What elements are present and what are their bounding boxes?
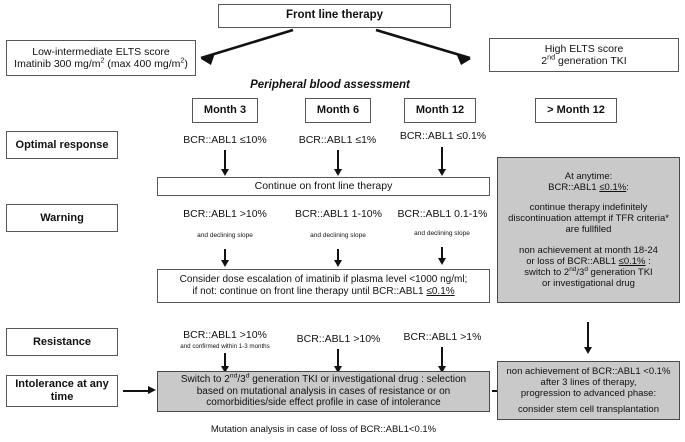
arrow-head-warning-m6 bbox=[334, 260, 342, 267]
optimal-response-month-12-value: BCR::ABL1 ≤0.1% bbox=[399, 130, 487, 142]
row-label-optimal-response-text: Optimal response bbox=[15, 138, 109, 151]
low-elts-line-2: Imatinib 300 mg/m2 (max 400 mg/m2) bbox=[14, 56, 188, 70]
at-anytime-line-3: continue therapy indefinitely bbox=[529, 201, 648, 213]
arrow-line-warning-m6 bbox=[337, 249, 339, 261]
warning-month-3-slope-note: and declining slope bbox=[197, 232, 253, 239]
column-header-month-3: Month 3 bbox=[192, 98, 258, 123]
high-elts-line-1: High ELTS score bbox=[544, 42, 624, 55]
at-anytime-box: At anytime: BCR::ABL1 ≤0.1%: continue th… bbox=[497, 157, 680, 303]
arrow-head-anytime-to-advanced bbox=[584, 347, 592, 354]
column-header-month-6: Month 6 bbox=[305, 98, 371, 123]
switch-box-line-2: based on mutational analysis in cases of… bbox=[196, 385, 451, 397]
front-line-therapy-box: Front line therapy bbox=[218, 4, 451, 28]
resistance-month-6-value: BCR::ABL1 >10% bbox=[296, 333, 381, 345]
arrow-head-intolerance-to-switch bbox=[148, 386, 156, 394]
advanced-phase-box: non achievement of BCR::ABL1 <0.1% after… bbox=[497, 361, 680, 420]
switch-box-line-1: Switch to 2nd/3d generation TKI or inves… bbox=[180, 372, 467, 385]
arrow-head-warning-m3 bbox=[221, 260, 229, 267]
peripheral-blood-assessment-label: Peripheral blood assessment bbox=[250, 79, 410, 91]
arrow-head-optimal-m6 bbox=[334, 169, 342, 176]
row-label-warning: Warning bbox=[6, 204, 118, 232]
arrow-line-resistance-m6 bbox=[337, 349, 339, 367]
row-label-warning-text: Warning bbox=[40, 211, 84, 224]
column-header-month-6-label: Month 6 bbox=[316, 104, 360, 117]
resistance-month-3-note: and confirmed within 1-3 months bbox=[180, 343, 270, 350]
switch-box-line-3: comorbidities/side effect profile in cas… bbox=[206, 397, 441, 409]
at-anytime-line-6: non achievement at month 18-24 bbox=[519, 244, 658, 256]
arrow-head-resistance-m12 bbox=[438, 366, 446, 373]
arrow-head-resistance-m3 bbox=[221, 366, 229, 373]
footnote-mutation-analysis: Mutation analysis in case of loss of BCR… bbox=[210, 424, 437, 435]
at-anytime-line-9: or investigational drug bbox=[542, 278, 635, 290]
arrow-head-warning-m12 bbox=[438, 258, 446, 265]
warning-month-6-slope-note: and declining slope bbox=[310, 232, 366, 239]
switch-generation-tki-box: Switch to 2nd/3d generation TKI or inves… bbox=[157, 371, 490, 412]
low-intermediate-elts-box: Low-intermediate ELTS score Imatinib 300… bbox=[6, 40, 196, 76]
row-label-resistance-text: Resistance bbox=[32, 335, 92, 348]
at-anytime-line-4: discontinuation attempt if TFR criteria* bbox=[508, 213, 669, 225]
at-anytime-line-7: or loss of BCR::ABL1 ≤0.1% : bbox=[526, 255, 651, 267]
arrow-line-anytime-to-advanced bbox=[587, 322, 589, 348]
dose-escalation-line-1: Consider dose escalation of imatinib if … bbox=[179, 274, 468, 286]
column-header-month-3-label: Month 3 bbox=[203, 104, 247, 117]
arrow-line-resistance-m12 bbox=[441, 347, 443, 367]
continue-front-line-therapy-box: Continue on front line therapy bbox=[157, 177, 490, 196]
high-elts-line-2: 2nd generation TKI bbox=[541, 53, 627, 67]
column-header-month-12-label: Month 12 bbox=[415, 104, 465, 117]
continue-front-line-therapy-label: Continue on front line therapy bbox=[254, 180, 393, 193]
resistance-month-3-value: BCR::ABL1 >10% bbox=[183, 329, 267, 341]
arrow-line-warning-m3 bbox=[224, 249, 226, 261]
at-anytime-line-5: are fullfiled bbox=[565, 224, 612, 236]
row-label-intolerance-text: Intolerance at any time bbox=[15, 378, 109, 403]
arrow-line-resistance-m3 bbox=[224, 353, 226, 367]
advanced-phase-line-3: progression to advanced phase: bbox=[520, 388, 657, 399]
column-header-month-12: Month 12 bbox=[404, 98, 476, 123]
high-elts-box: High ELTS score 2nd generation TKI bbox=[489, 38, 679, 72]
advanced-phase-line-2: after 3 lines of therapy, bbox=[540, 376, 637, 388]
front-line-therapy-label: Front line therapy bbox=[285, 9, 384, 22]
advanced-phase-line-1: non achievement of BCR::ABL1 <0.1% bbox=[506, 365, 671, 377]
advanced-phase-line-4: consider stem cell transplantation bbox=[518, 404, 659, 416]
warning-month-6-value: BCR::ABL1 1-10% bbox=[295, 208, 382, 220]
at-anytime-line-1: At anytime: bbox=[564, 170, 613, 182]
at-anytime-line-2: BCR::ABL1 ≤0.1%: bbox=[548, 181, 629, 193]
row-label-intolerance: Intolerance at any time bbox=[6, 375, 118, 407]
warning-month-12-slope-note: and declining slope bbox=[414, 230, 470, 237]
low-elts-line-1: Low-intermediate ELTS score bbox=[32, 45, 170, 58]
arrow-front-to-high-elts bbox=[375, 28, 471, 65]
column-header-after-month-12: > Month 12 bbox=[535, 98, 617, 123]
dose-escalation-box: Consider dose escalation of imatinib if … bbox=[157, 269, 490, 303]
warning-month-3-value: BCR::ABL1 >10% bbox=[183, 208, 267, 220]
arrow-line-intolerance-to-switch bbox=[123, 390, 149, 392]
arrow-line-optimal-m12 bbox=[441, 147, 443, 170]
warning-month-12-value: BCR::ABL1 0.1-1% bbox=[397, 208, 488, 220]
row-label-optimal-response: Optimal response bbox=[6, 131, 118, 159]
row-label-resistance: Resistance bbox=[6, 328, 118, 356]
column-header-after-month-12-label: > Month 12 bbox=[547, 104, 605, 117]
arrow-line-optimal-m6 bbox=[337, 150, 339, 170]
resistance-month-12-value: BCR::ABL1 >1% bbox=[403, 331, 482, 343]
arrow-front-to-low-elts bbox=[200, 28, 294, 65]
arrow-head-resistance-m6 bbox=[334, 366, 342, 373]
arrow-head-optimal-m3 bbox=[221, 169, 229, 176]
arrow-line-warning-m12 bbox=[441, 247, 443, 259]
optimal-response-month-6-value: BCR::ABL1 ≤1% bbox=[298, 134, 377, 146]
arrow-head-optimal-m12 bbox=[438, 169, 446, 176]
at-anytime-line-8: switch to 2nd/3d generation TKI bbox=[524, 265, 653, 278]
optimal-response-month-3-value: BCR::ABL1 ≤10% bbox=[183, 134, 267, 146]
arrow-line-optimal-m3 bbox=[224, 150, 226, 170]
dose-escalation-line-2: if not: continue on front line therapy u… bbox=[192, 286, 455, 297]
